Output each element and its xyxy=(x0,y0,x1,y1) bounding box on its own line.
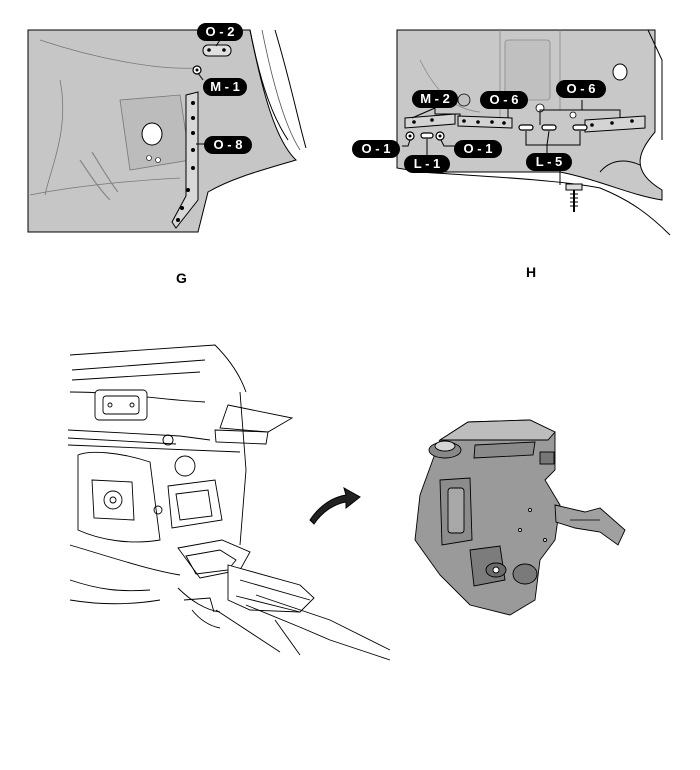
svg-text:O - 1: O - 1 xyxy=(362,141,391,156)
callout-l-1: L - 1 xyxy=(404,155,450,173)
callout-m-1: M - 1 xyxy=(203,78,247,96)
vehicle-body-line-drawing xyxy=(67,344,391,661)
panel-h-illustration xyxy=(396,29,671,236)
svg-text:O - 6: O - 6 xyxy=(490,92,519,107)
panel-g-illustration xyxy=(27,29,307,233)
svg-text:O - 1: O - 1 xyxy=(464,141,493,156)
svg-text:O - 2: O - 2 xyxy=(206,24,235,39)
svg-text:L - 5: L - 5 xyxy=(536,154,563,169)
callout-o-6-left: O - 6 xyxy=(480,91,528,109)
svg-text:O - 6: O - 6 xyxy=(567,81,596,96)
panel-g-label: G xyxy=(176,270,187,286)
svg-text:M - 2: M - 2 xyxy=(420,91,450,106)
svg-text:M - 1: M - 1 xyxy=(210,79,240,94)
svg-text:L - 1: L - 1 xyxy=(414,156,441,171)
curved-arrow-icon xyxy=(309,486,361,525)
callout-o-8: O - 8 xyxy=(204,136,252,154)
panel-h-label: H xyxy=(526,264,537,280)
svg-text:O - 8: O - 8 xyxy=(214,137,243,152)
callout-m-2: M - 2 xyxy=(412,90,458,108)
stud-bolt xyxy=(565,183,583,212)
callout-o-6-right: O - 6 xyxy=(556,80,606,98)
callout-o-1-left: O - 1 xyxy=(352,140,400,158)
callout-o-1-right: O - 1 xyxy=(454,140,502,158)
callout-o-2: O - 2 xyxy=(197,23,243,41)
callout-l-5: L - 5 xyxy=(526,153,572,171)
panel-h-leader-lines xyxy=(402,100,621,156)
replacement-part-illustration xyxy=(414,419,626,616)
